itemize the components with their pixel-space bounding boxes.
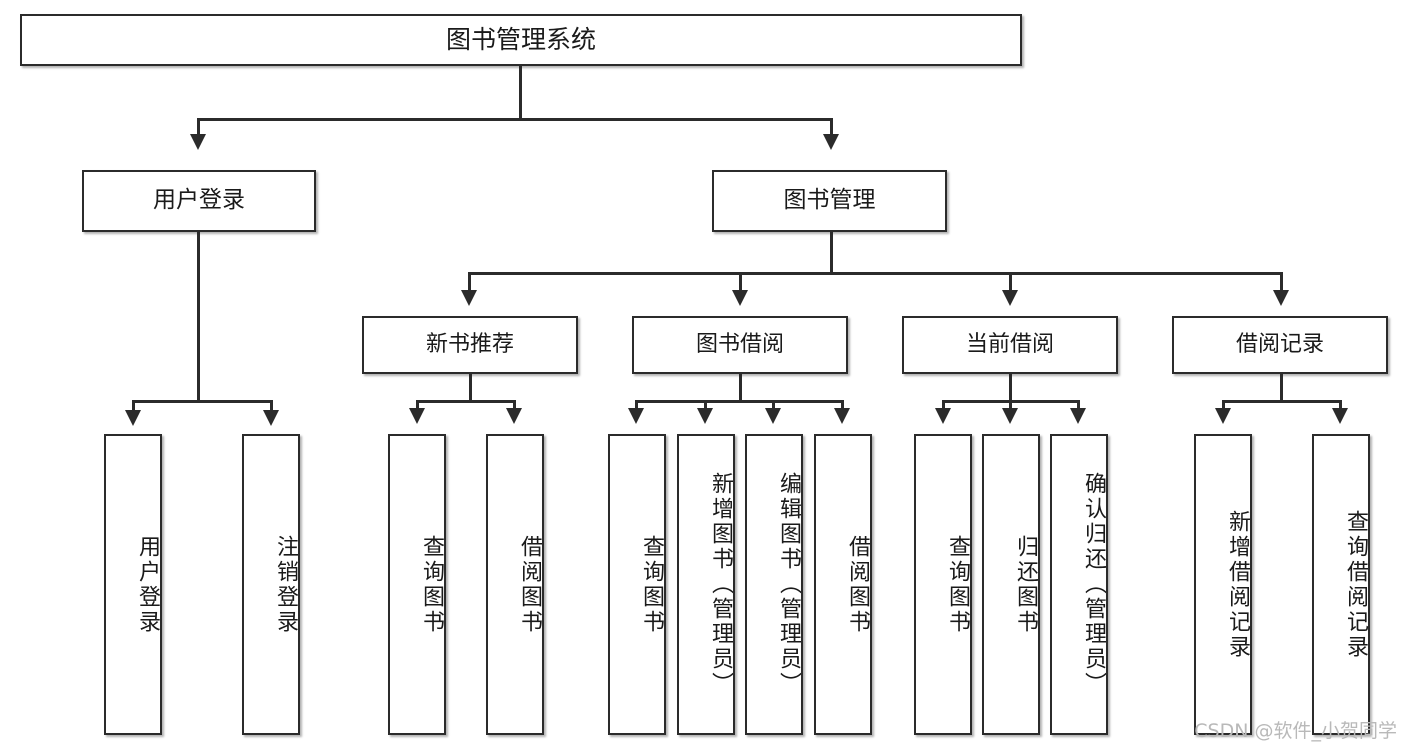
connector-new-book-bus: [416, 400, 515, 403]
arrowhead-borrow-record: [1273, 290, 1289, 306]
leaf-query-borrow-record[interactable]: 查询借阅记录: [1312, 434, 1370, 735]
connector-new-book-child-1: [416, 400, 419, 412]
connector-user-login-child-2: [270, 400, 273, 414]
leaf-query-book-borrow[interactable]: 查询图书: [608, 434, 666, 735]
connector-borrow-record-stem: [1280, 374, 1283, 402]
leaf-label: 编辑图书（管理员）: [776, 472, 801, 697]
arrowhead-book-manage: [823, 134, 839, 150]
node-user-login[interactable]: 用户登录: [82, 170, 316, 232]
leaf-query-book-recommend[interactable]: 查询图书: [388, 434, 446, 735]
connector-current-borrow-stem: [1009, 374, 1012, 402]
node-label: 图书管理系统: [445, 25, 596, 55]
connector-root-bus: [197, 118, 833, 121]
leaf-label: 查询借阅记录: [1343, 509, 1368, 660]
node-label: 新书推荐: [425, 332, 514, 358]
leaf-label: 查询图书: [419, 534, 444, 635]
arrowhead-leaf-add-record: [1215, 408, 1231, 424]
leaf-label: 确认归还（管理员）: [1081, 472, 1106, 697]
leaf-label: 注销登录: [273, 534, 298, 635]
leaf-label: 用户登录: [135, 534, 160, 635]
arrowhead-leaf-borrow-book-1: [506, 408, 522, 424]
connector-book-manage-bus: [468, 272, 1282, 275]
arrowhead-leaf-edit-book: [765, 408, 781, 424]
connector-to-current-borrow: [1009, 272, 1012, 294]
arrowhead-leaf-add-book: [697, 408, 713, 424]
arrowhead-leaf-user-login: [125, 410, 141, 426]
connector-to-book-borrow: [739, 272, 742, 294]
watermark-text: CSDN @软件_小贺同学: [1194, 720, 1397, 742]
connector-book-manage-stem: [830, 232, 833, 274]
connector-current-borrow-child-1: [942, 400, 945, 412]
leaf-borrow-book-recommend[interactable]: 借阅图书: [486, 434, 544, 735]
connector-current-borrow-child-3: [1077, 400, 1080, 412]
leaf-confirm-return-admin[interactable]: 确认归还（管理员）: [1050, 434, 1108, 735]
leaf-label: 归还图书: [1013, 534, 1038, 635]
connector-new-book-stem: [469, 374, 472, 402]
arrowhead-leaf-borrow-book-2: [834, 408, 850, 424]
connector-current-borrow-child-2: [1009, 400, 1012, 412]
arrowhead-leaf-return-book: [1002, 408, 1018, 424]
leaf-user-login[interactable]: 用户登录: [104, 434, 162, 735]
arrowhead-leaf-query-book-1: [409, 408, 425, 424]
leaf-label: 借阅图书: [517, 534, 542, 635]
connector-to-new-book: [468, 272, 471, 294]
node-root-system[interactable]: 图书管理系统: [20, 14, 1022, 66]
connector-root-to-user-login: [197, 118, 200, 138]
leaf-label: 查询图书: [945, 534, 970, 635]
leaf-borrow-book[interactable]: 借阅图书: [814, 434, 872, 735]
leaf-label: 借阅图书: [845, 534, 870, 635]
connector-book-borrow-bus: [635, 400, 844, 403]
connector-user-login-child-1: [132, 400, 135, 414]
leaf-edit-book-admin[interactable]: 编辑图书（管理员）: [745, 434, 803, 735]
arrowhead-leaf-query-book-2: [628, 408, 644, 424]
connector-book-borrow-stem: [739, 374, 742, 402]
arrowhead-leaf-confirm-return: [1070, 408, 1086, 424]
connector-borrow-record-bus: [1222, 400, 1341, 403]
leaf-logout[interactable]: 注销登录: [242, 434, 300, 735]
node-borrow-record[interactable]: 借阅记录: [1172, 316, 1388, 374]
leaf-label: 新增借阅记录: [1225, 509, 1250, 660]
node-book-management[interactable]: 图书管理: [712, 170, 947, 232]
connector-book-borrow-child-4: [841, 400, 844, 412]
connector-root-to-book-manage: [830, 118, 833, 138]
leaf-add-borrow-record[interactable]: 新增借阅记录: [1194, 434, 1252, 735]
node-label: 用户登录: [153, 187, 245, 214]
connector-book-borrow-child-2: [704, 400, 707, 412]
connector-new-book-child-2: [513, 400, 516, 412]
arrowhead-user-login: [190, 134, 206, 150]
connector-root-stem: [519, 66, 522, 118]
leaf-label: 查询图书: [639, 534, 664, 635]
node-label: 借阅记录: [1235, 332, 1324, 358]
connector-to-borrow-record: [1280, 272, 1283, 294]
node-label: 图书借阅: [695, 332, 784, 358]
arrowhead-book-borrow: [732, 290, 748, 306]
node-label: 图书管理: [783, 187, 876, 214]
node-book-borrow[interactable]: 图书借阅: [632, 316, 848, 374]
leaf-query-book-current[interactable]: 查询图书: [914, 434, 972, 735]
connector-user-login-bus: [132, 400, 272, 403]
arrowhead-new-book: [461, 290, 477, 306]
connector-borrow-record-child-1: [1222, 400, 1225, 412]
arrowhead-leaf-query-book-3: [935, 408, 951, 424]
node-new-book-recommend[interactable]: 新书推荐: [362, 316, 578, 374]
connector-book-borrow-child-1: [635, 400, 638, 412]
arrowhead-leaf-logout: [263, 410, 279, 426]
leaf-label: 新增图书（管理员）: [708, 472, 733, 697]
node-label: 当前借阅: [965, 332, 1054, 358]
connector-book-borrow-child-3: [772, 400, 775, 412]
arrowhead-leaf-query-record: [1332, 408, 1348, 424]
node-current-borrow[interactable]: 当前借阅: [902, 316, 1118, 374]
arrowhead-current-borrow: [1002, 290, 1018, 306]
connector-borrow-record-child-2: [1339, 400, 1342, 412]
leaf-return-book[interactable]: 归还图书: [982, 434, 1040, 735]
leaf-add-book-admin[interactable]: 新增图书（管理员）: [677, 434, 735, 735]
connector-user-login-stem: [197, 232, 200, 402]
